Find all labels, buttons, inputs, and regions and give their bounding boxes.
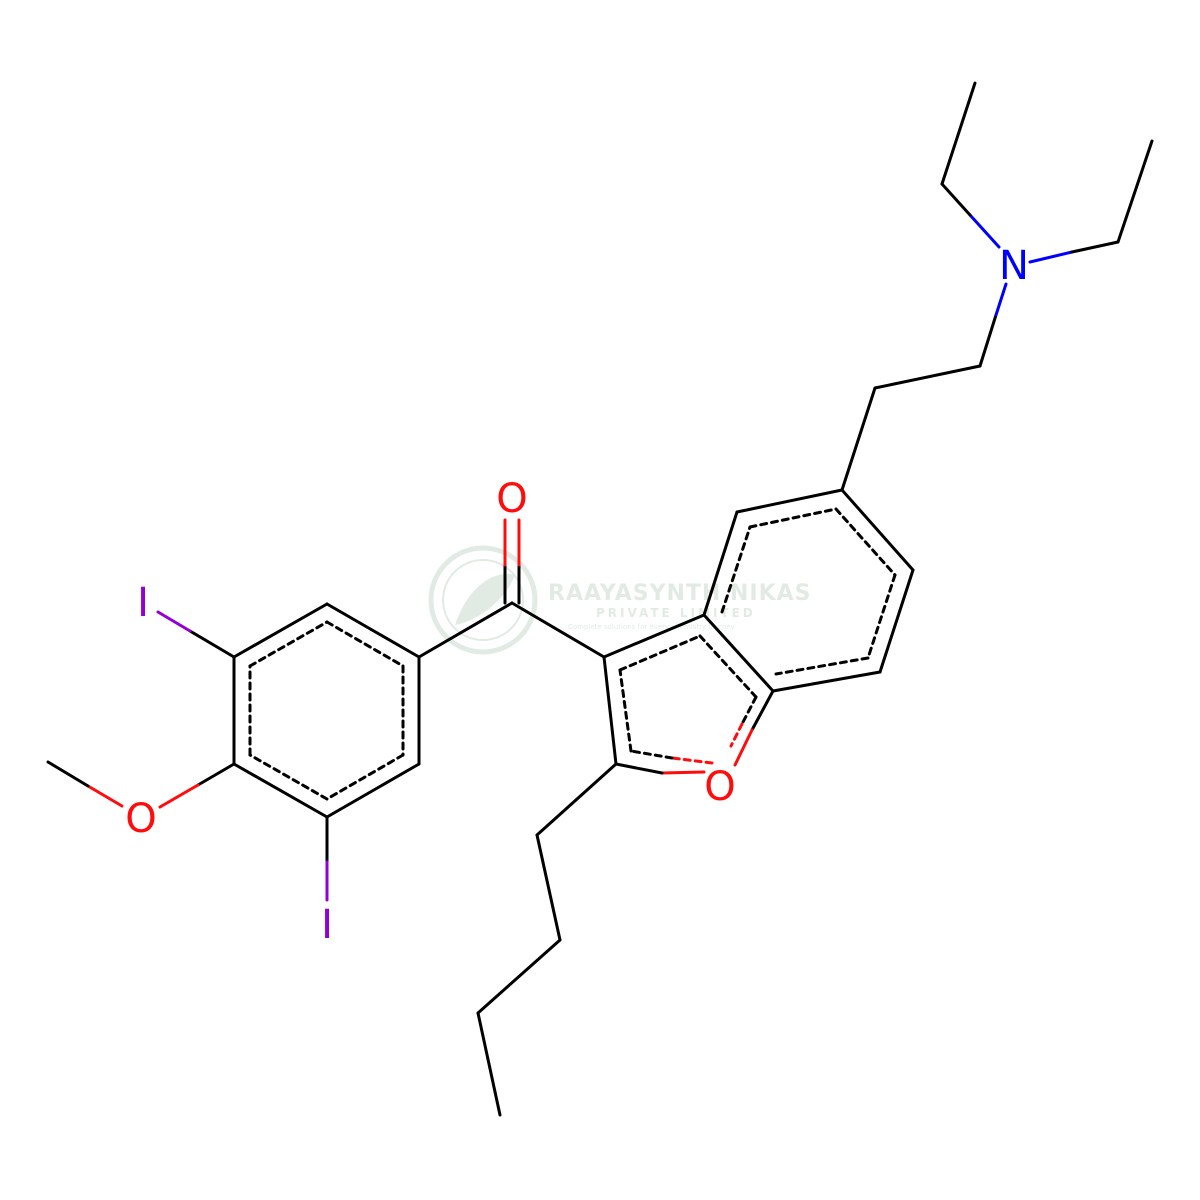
bond xyxy=(46,760,90,788)
bond xyxy=(602,655,618,766)
bond xyxy=(771,670,882,693)
bond xyxy=(1116,139,1154,244)
watermark-leaf-icon xyxy=(455,573,515,625)
bond xyxy=(196,762,236,787)
furan-oxygen-label: O xyxy=(704,764,735,810)
watermark-logo-inner xyxy=(442,559,524,641)
bond xyxy=(86,784,124,808)
bond xyxy=(232,602,329,659)
bond xyxy=(735,488,844,514)
bond xyxy=(840,488,915,572)
watermark-title: RAAYASYNTH NIKAS xyxy=(548,581,812,606)
bond xyxy=(660,770,706,775)
bond xyxy=(1028,250,1074,264)
bond xyxy=(156,610,192,633)
bond xyxy=(535,762,618,837)
bond xyxy=(940,182,972,217)
bond xyxy=(873,364,982,390)
bond xyxy=(602,613,706,659)
carbonyl-oxygen-label: O xyxy=(496,476,527,522)
bond xyxy=(1070,240,1120,254)
bond xyxy=(840,386,877,492)
watermark: RAAYASYNTH NIKAS PRIVATE LIMITED Complet… xyxy=(428,545,812,655)
bond xyxy=(188,629,236,659)
amine-nitrogen-label: N xyxy=(999,243,1029,289)
bond xyxy=(978,313,998,368)
bond xyxy=(614,762,664,775)
aromatic-dashes xyxy=(618,634,758,765)
bond xyxy=(232,762,329,819)
bond xyxy=(940,81,977,186)
bond xyxy=(158,783,200,809)
bond xyxy=(476,1011,502,1117)
iodine-top-label: I xyxy=(137,580,149,626)
aromatic-dashes xyxy=(720,507,897,676)
bond xyxy=(702,613,775,693)
aromatic-dashes xyxy=(248,620,405,801)
bond xyxy=(417,601,514,659)
atom-labels: O O O N I I xyxy=(125,243,1029,948)
watermark-logo-icon xyxy=(428,545,538,655)
bond xyxy=(750,689,775,732)
iodine-bottom-label: I xyxy=(321,902,333,948)
bond xyxy=(510,601,606,659)
bond xyxy=(878,568,915,674)
bond xyxy=(535,833,562,942)
bond xyxy=(325,602,421,659)
watermark-subtitle: PRIVATE LIMITED xyxy=(596,606,756,620)
bond xyxy=(476,938,562,1015)
bond xyxy=(994,282,1008,317)
bond xyxy=(968,213,1001,249)
bond xyxy=(325,762,421,819)
watermark-tagline: Complete solutions for every chemistry j… xyxy=(568,623,735,631)
bond xyxy=(733,728,754,767)
bonds xyxy=(46,81,1154,1117)
methoxy-oxygen-label: O xyxy=(125,796,156,842)
bond xyxy=(702,510,739,617)
